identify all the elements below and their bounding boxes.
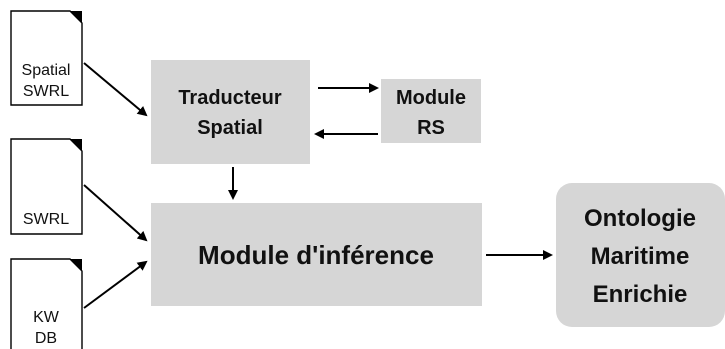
document-fold-corner: [70, 11, 82, 23]
box-shape: [381, 79, 481, 143]
document-shape: [10, 138, 83, 235]
box-shape: [151, 203, 482, 306]
document-shape: [10, 10, 83, 106]
document-label-line: SWRL: [23, 211, 69, 228]
traducteur-spatial-box: Traducteur Spatial: [151, 60, 310, 164]
document-spatial-swrl: Spatial SWRL: [10, 10, 83, 106]
box-label-line: Module: [396, 87, 466, 109]
document-label-line: Spatial: [22, 62, 71, 79]
arrow-kw-db-to-inference: [83, 260, 148, 309]
document-kw-db: KW DB: [10, 258, 83, 349]
box-label-line: Maritime: [591, 243, 690, 270]
document-label-line: DB: [35, 330, 57, 347]
box-label-line: RS: [417, 117, 445, 139]
document-fold-corner: [70, 139, 82, 151]
box-shape: [151, 60, 310, 164]
arrow-swrl-to-inference: [83, 184, 148, 242]
box-label-line: Enrichie: [593, 281, 688, 308]
box-label-line: Ontologie: [584, 205, 696, 232]
inference-module-box: Module d'inférence: [151, 203, 482, 306]
box-label-line: Spatial: [197, 117, 263, 139]
arrow-spatial-swrl-to-traducteur: [83, 62, 148, 117]
box-label-line: Traducteur: [178, 87, 282, 109]
ontologie-box: Ontologie Maritime Enrichie: [556, 183, 725, 327]
document-swrl: SWRL: [10, 138, 83, 235]
document-fold-corner: [70, 259, 82, 271]
document-label-line: KW: [33, 309, 60, 326]
box-label-line: Module d'inférence: [198, 240, 434, 270]
box-shape: [556, 183, 725, 327]
module-rs-box: Module RS: [381, 79, 481, 143]
document-label-line: SWRL: [23, 83, 69, 100]
